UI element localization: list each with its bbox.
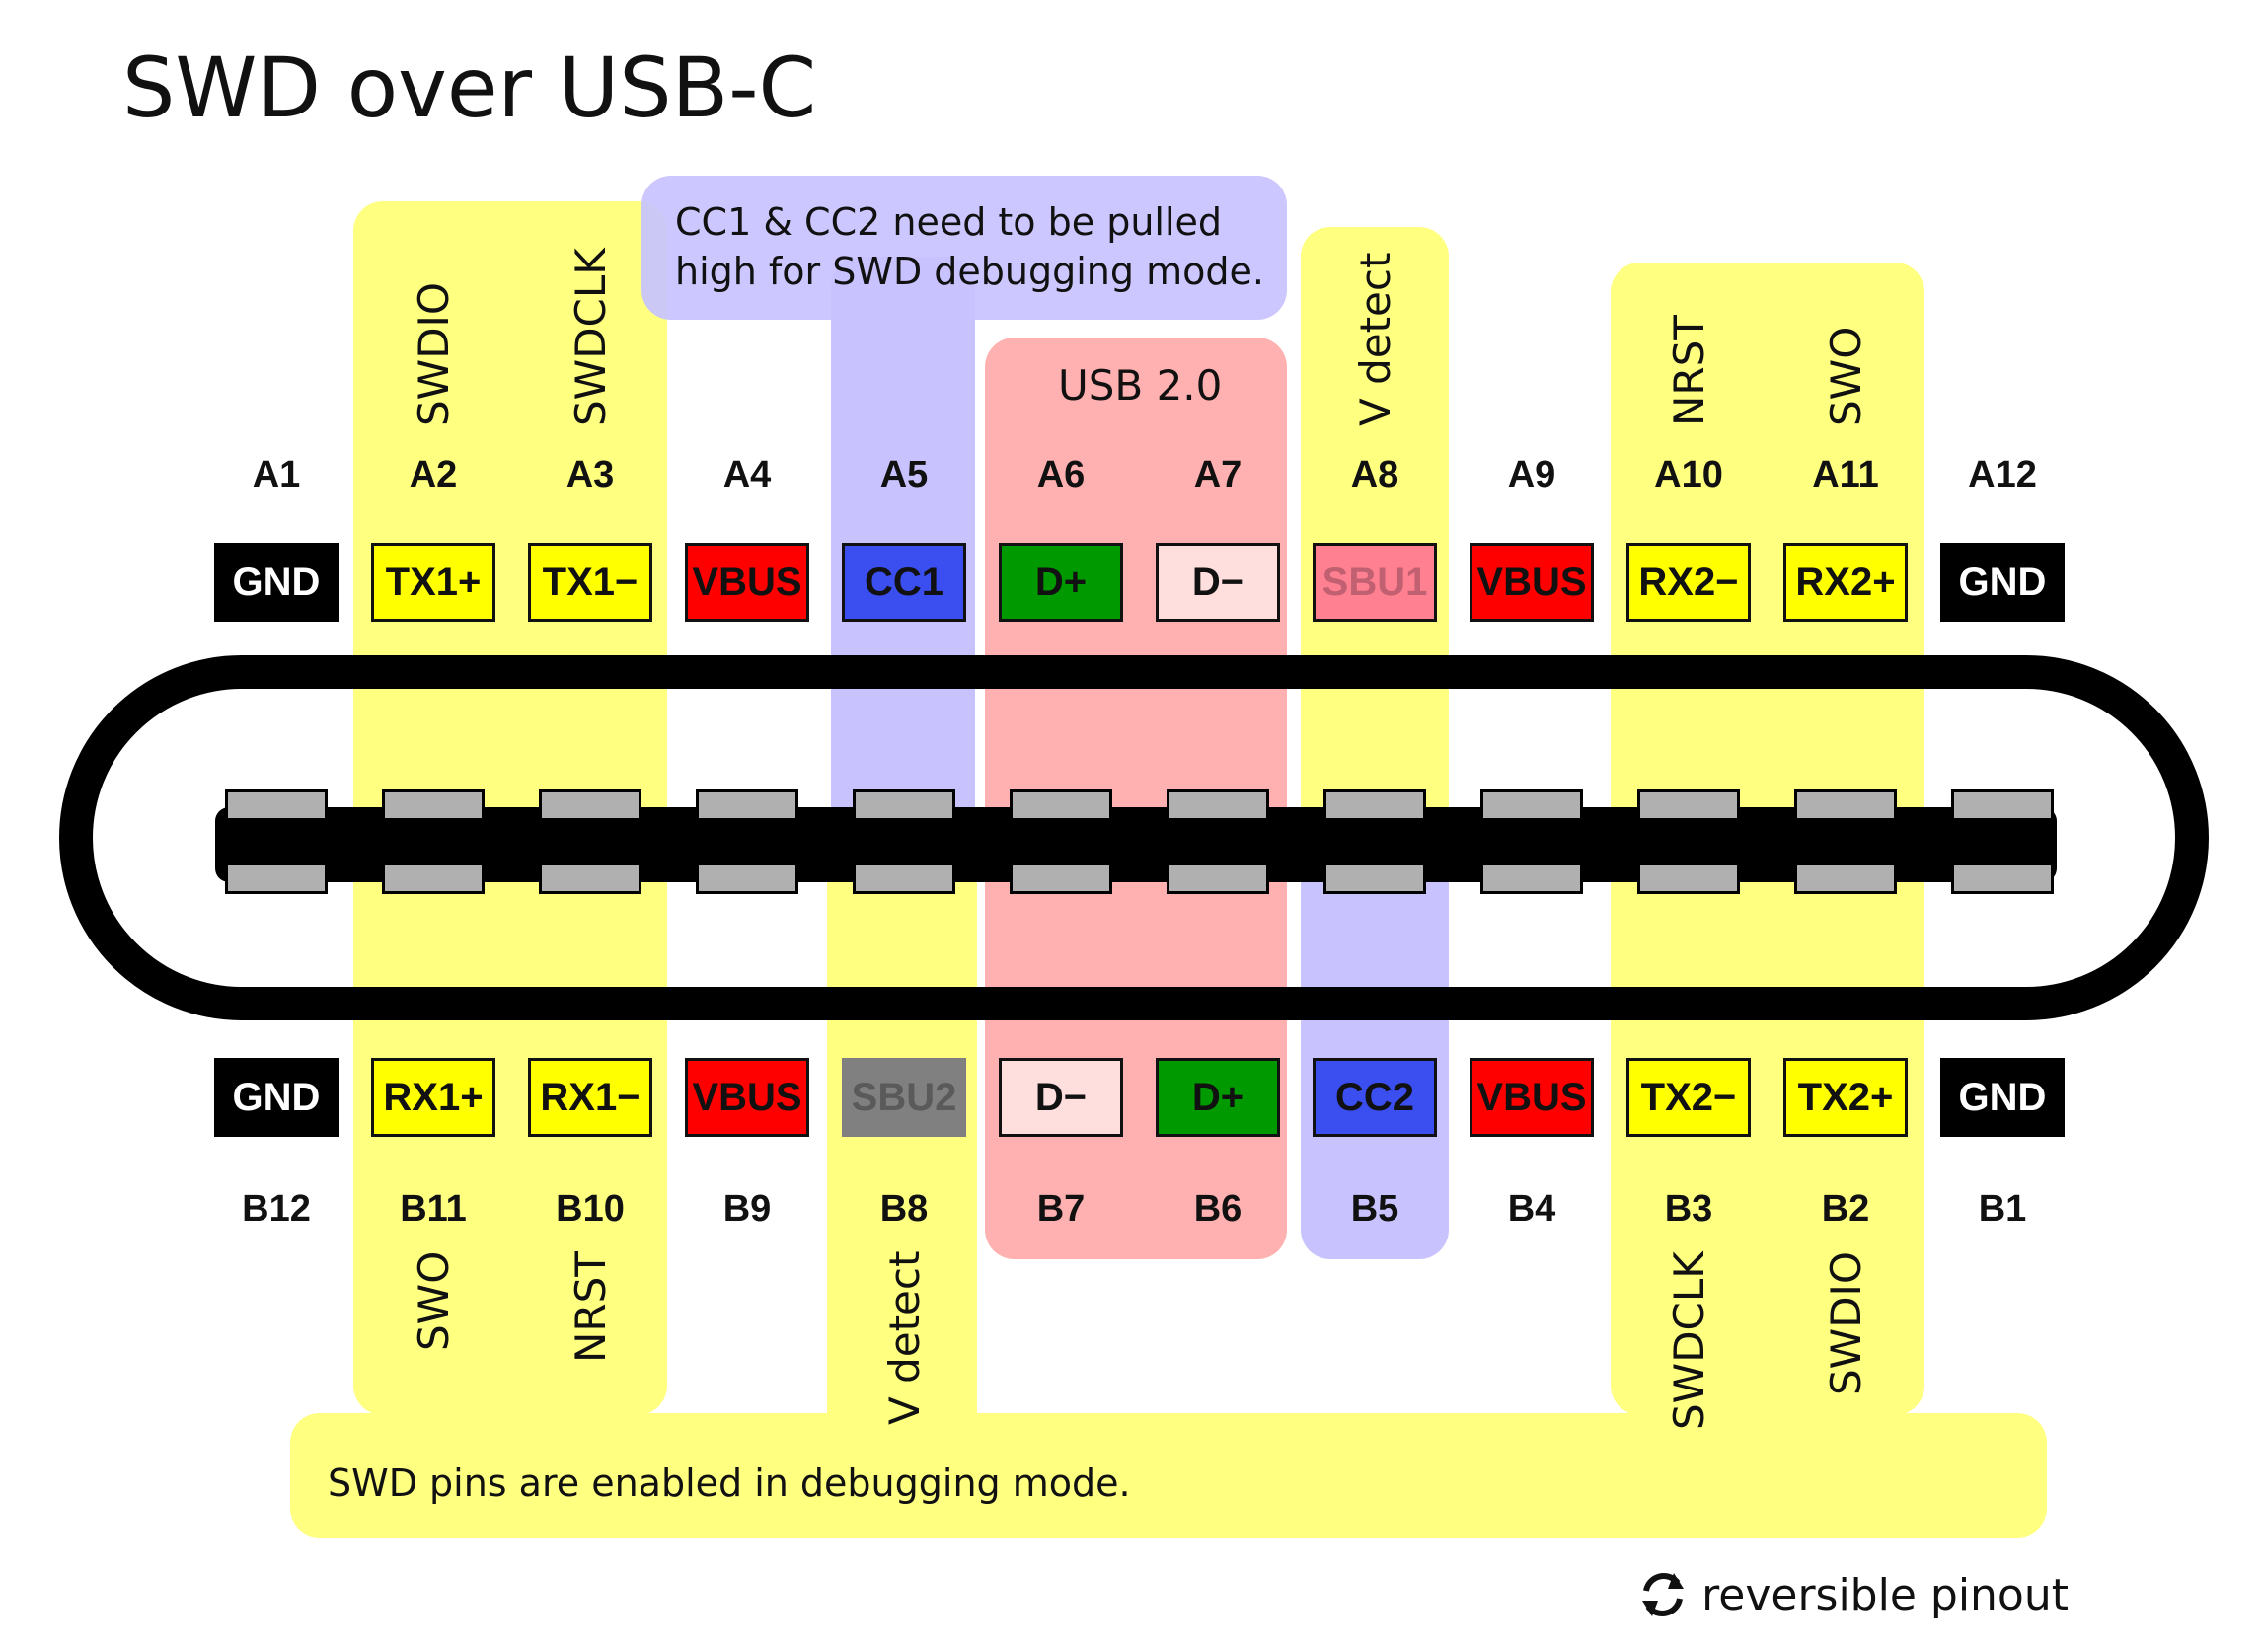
contact-bottom-8	[1323, 863, 1426, 894]
pin-number-b1: B1	[1978, 1188, 2027, 1230]
pin-number-b9: B9	[722, 1188, 772, 1230]
pin-b12-gnd: GND	[214, 1058, 339, 1137]
legend: reversible pinout	[1638, 1569, 2069, 1620]
contact-bottom-7	[1167, 863, 1269, 894]
contact-bottom-6	[1010, 863, 1112, 894]
func-label-b10-nrst: NRST	[566, 1251, 615, 1363]
pin-number-b7: B7	[1036, 1188, 1086, 1230]
pin-b10-rx1minus: RX1−	[528, 1058, 652, 1137]
page-title: SWD over USB-C	[122, 39, 817, 136]
pin-number-b10: B10	[556, 1188, 625, 1230]
contact-top-2	[382, 789, 485, 821]
contact-bottom-11	[1794, 863, 1897, 894]
pin-number-a1: A1	[252, 454, 301, 495]
pin-number-b2: B2	[1821, 1188, 1870, 1230]
pin-b8-sbu2: SBU2	[842, 1058, 966, 1137]
contact-bottom-12	[1951, 863, 2054, 894]
contact-bottom-5	[853, 863, 955, 894]
func-label-b3-swdclk: SWDCLK	[1664, 1251, 1713, 1430]
pin-number-a6: A6	[1036, 454, 1086, 495]
pin-a11-rx2plus: RX2+	[1783, 543, 1908, 622]
contact-top-3	[539, 789, 641, 821]
pin-number-b8: B8	[879, 1188, 929, 1230]
pin-a4-vbus: VBUS	[685, 543, 809, 622]
contact-top-7	[1167, 789, 1269, 821]
contact-top-11	[1794, 789, 1897, 821]
pin-a1-gnd: GND	[214, 543, 339, 622]
pin-a7-dminus: D−	[1156, 543, 1280, 622]
contact-top-5	[853, 789, 955, 821]
pin-b6-dplus: D+	[1156, 1058, 1280, 1137]
pin-number-a2: A2	[409, 454, 458, 495]
func-label-a2-swdio: SWDIO	[409, 282, 458, 426]
cc-note: CC1 & CC2 need to be pulled high for SWD…	[675, 200, 1264, 293]
pin-b1-gnd: GND	[1940, 1058, 2065, 1137]
pin-a3-tx1minus: TX1−	[528, 543, 652, 622]
func-label-b8-v-detect: V detect	[879, 1250, 929, 1425]
pin-number-a5: A5	[879, 454, 929, 495]
contact-top-10	[1637, 789, 1740, 821]
pin-number-a3: A3	[566, 454, 615, 495]
pin-number-b3: B3	[1664, 1188, 1713, 1230]
contact-top-6	[1010, 789, 1112, 821]
pin-a5-cc1: CC1	[842, 543, 966, 622]
contact-top-1	[225, 789, 328, 821]
func-label-a10-nrst: NRST	[1664, 315, 1713, 426]
pin-b4-vbus: VBUS	[1470, 1058, 1594, 1137]
pin-number-a11: A11	[1812, 454, 1879, 495]
contact-bottom-10	[1637, 863, 1740, 894]
contact-bottom-9	[1480, 863, 1583, 894]
swd-note: SWD pins are enabled in debugging mode.	[328, 1462, 1131, 1505]
pin-number-b6: B6	[1193, 1188, 1243, 1230]
contact-bottom-4	[696, 863, 798, 894]
contact-top-12	[1951, 789, 2054, 821]
func-label-a11-swo: SWO	[1821, 326, 1870, 426]
pin-number-a10: A10	[1654, 454, 1723, 495]
contact-top-9	[1480, 789, 1583, 821]
pin-number-b12: B12	[242, 1188, 311, 1230]
contact-bottom-2	[382, 863, 485, 894]
pin-a10-rx2minus: RX2−	[1626, 543, 1751, 622]
pin-a8-sbu1: SBU1	[1313, 543, 1437, 622]
swd-note-box	[290, 1413, 2047, 1538]
pin-b2-tx2plus: TX2+	[1783, 1058, 1908, 1137]
contact-bottom-1	[225, 863, 328, 894]
connector-tongue	[215, 807, 2057, 882]
pin-b5-cc2: CC2	[1313, 1058, 1437, 1137]
legend-label: reversible pinout	[1701, 1569, 2069, 1620]
pin-number-a7: A7	[1193, 454, 1243, 495]
func-label-b11-swo: SWO	[409, 1250, 458, 1351]
pin-number-a9: A9	[1507, 454, 1556, 495]
pin-b9-vbus: VBUS	[685, 1058, 809, 1137]
cc-note-box	[641, 176, 1287, 320]
pin-a6-dplus: D+	[999, 543, 1123, 622]
pin-b11-rx1plus: RX1+	[371, 1058, 495, 1137]
func-label-a3-swdclk: SWDCLK	[566, 248, 615, 426]
func-label-a8-v-detect: V detect	[1350, 252, 1399, 426]
reversible-icon	[1642, 1573, 1685, 1616]
contact-top-4	[696, 789, 798, 821]
pin-number-a12: A12	[1968, 454, 2037, 495]
func-label-b2-swdio: SWDIO	[1821, 1251, 1870, 1395]
pin-number-a8: A8	[1350, 454, 1399, 495]
pin-number-b4: B4	[1507, 1188, 1556, 1230]
pin-number-a4: A4	[722, 454, 772, 495]
pin-number-b5: B5	[1350, 1188, 1399, 1230]
usb2-label: USB 2.0	[1058, 361, 1223, 410]
pin-a2-tx1plus: TX1+	[371, 543, 495, 622]
contact-top-8	[1323, 789, 1426, 821]
pin-a9-vbus: VBUS	[1470, 543, 1594, 622]
contact-bottom-3	[539, 863, 641, 894]
pin-b7-dminus: D−	[999, 1058, 1123, 1137]
pin-b3-tx2minus: TX2−	[1626, 1058, 1751, 1137]
pin-number-b11: B11	[400, 1188, 467, 1230]
pin-a12-gnd: GND	[1940, 543, 2065, 622]
